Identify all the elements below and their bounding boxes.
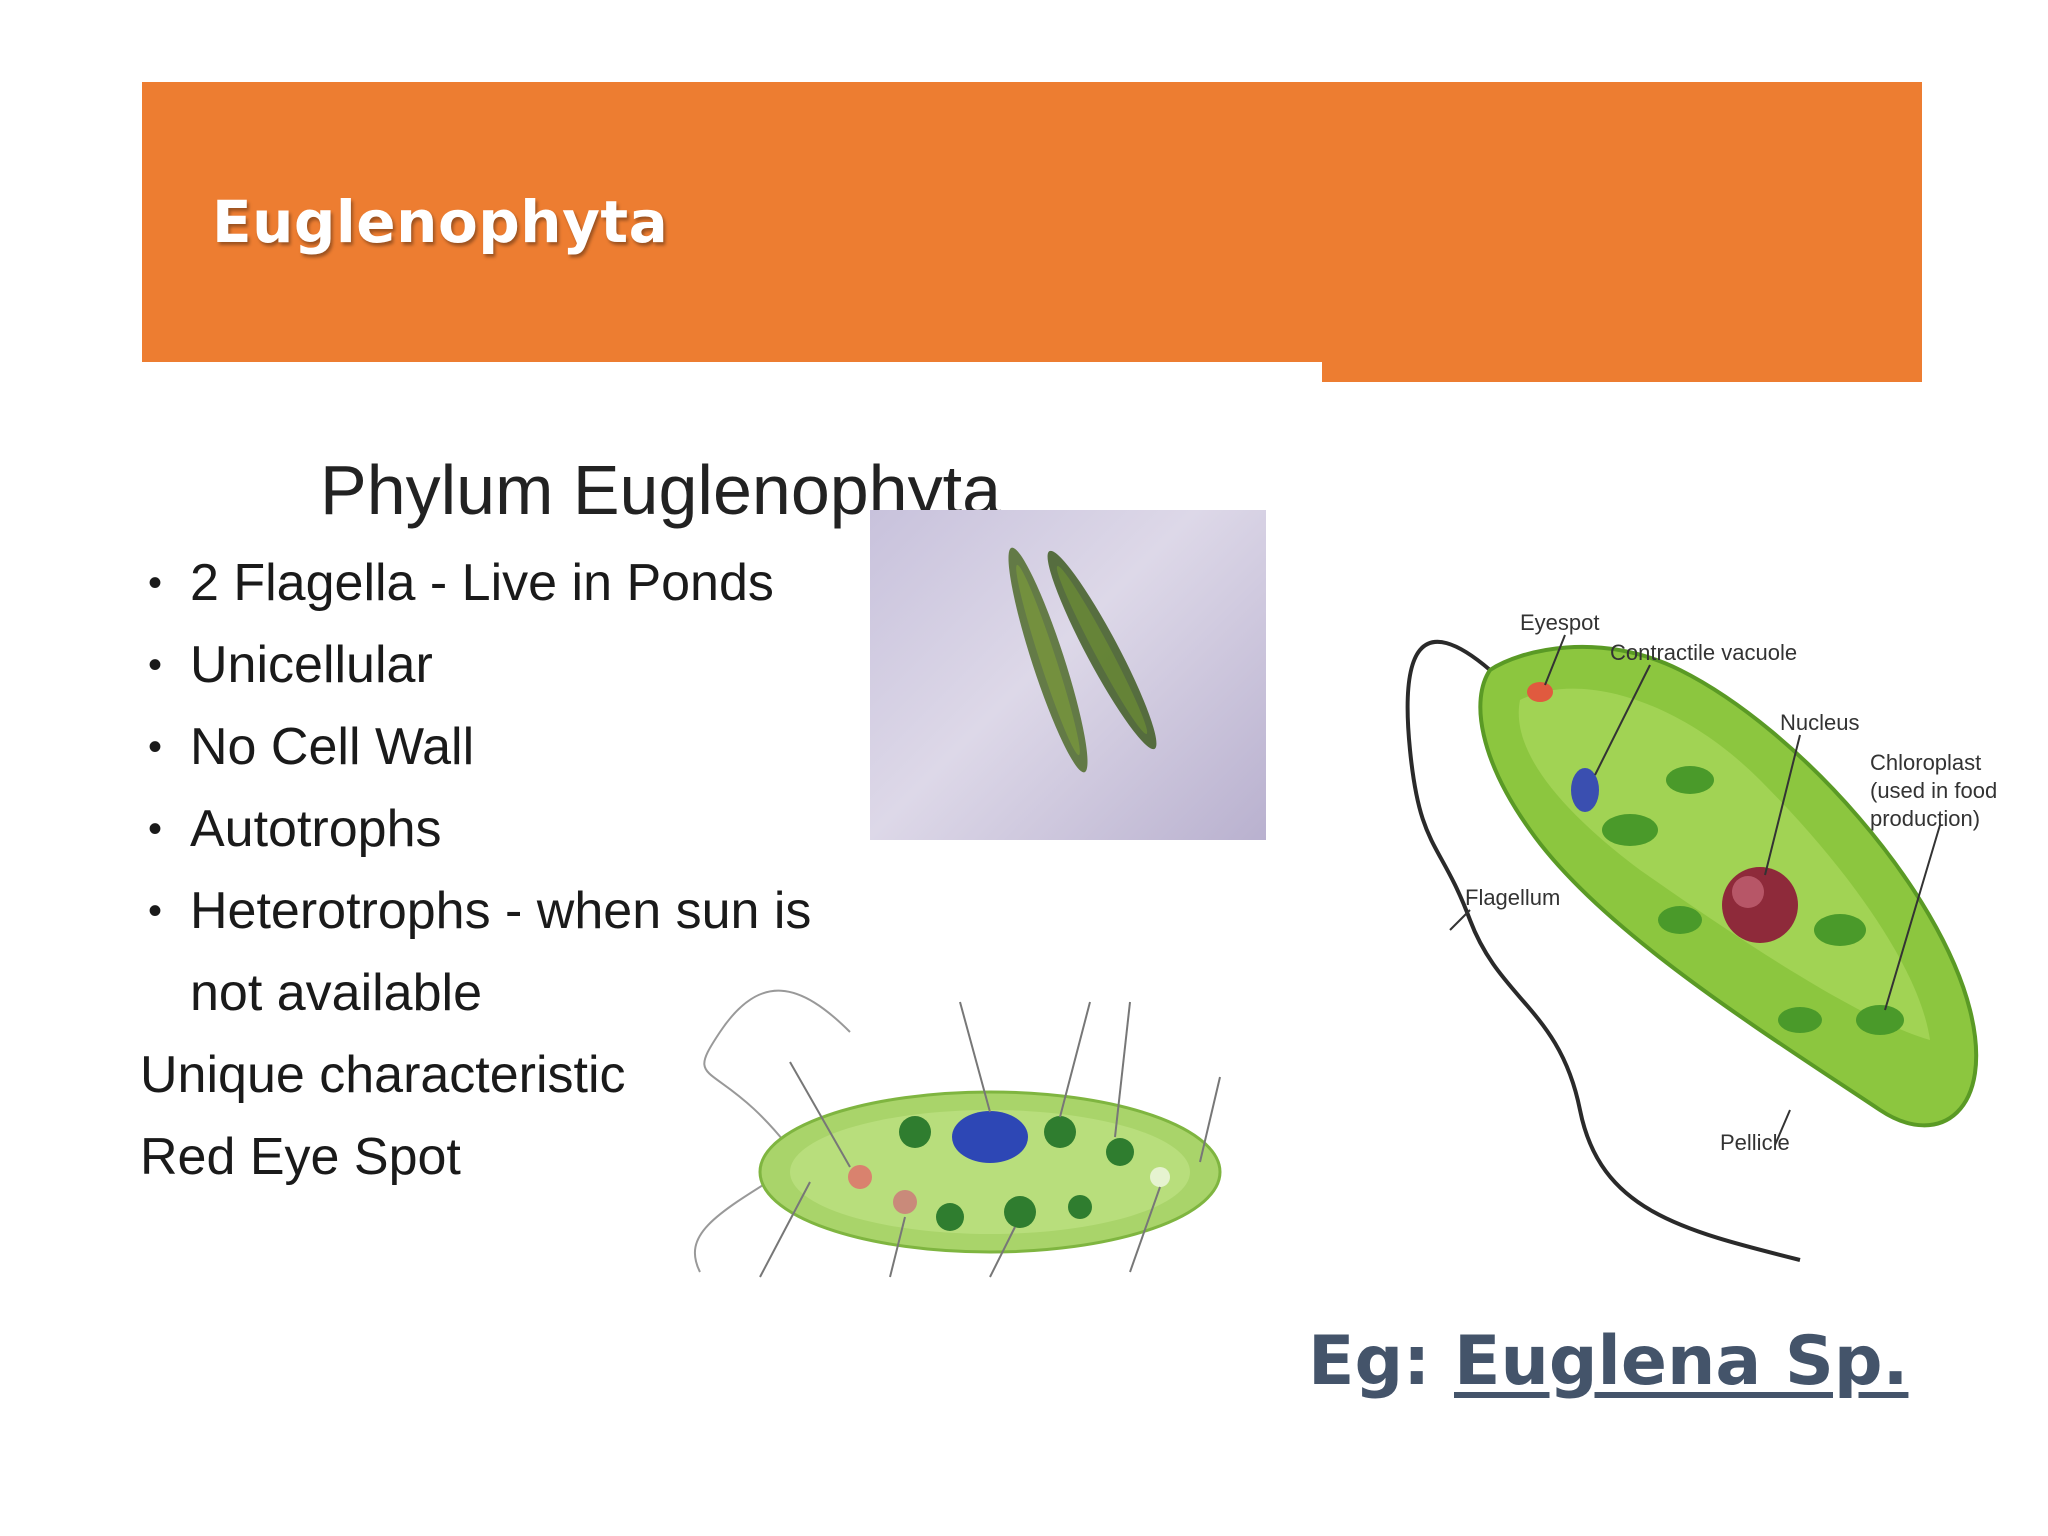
list-item: • Unicellular bbox=[140, 624, 811, 706]
bullet-icon: • bbox=[148, 643, 163, 687]
title-banner bbox=[142, 82, 1922, 362]
leader-line bbox=[989, 1226, 1016, 1278]
leader-line bbox=[1774, 1109, 1791, 1146]
list-item: • Autotrophs bbox=[140, 788, 811, 870]
example-prefix: Eg: bbox=[1308, 1322, 1454, 1401]
flagellum-icon bbox=[1405, 639, 1801, 1262]
nucleus-icon bbox=[952, 1111, 1028, 1163]
list-item-text: No Cell Wall bbox=[190, 718, 475, 776]
nucleus-icon bbox=[1722, 867, 1798, 943]
list-item: • Heterotrophs - when sun is bbox=[140, 870, 811, 952]
chloroplast-icon bbox=[1856, 1005, 1904, 1035]
leader-line bbox=[1449, 909, 1471, 931]
flagella-icon bbox=[703, 989, 851, 1163]
chloroplast-icon bbox=[899, 1116, 931, 1148]
chloroplast-icon bbox=[1068, 1195, 1092, 1219]
nucleus-label: Nucleus bbox=[1780, 710, 1859, 735]
red-eye-spot-label: Red Eye Spot bbox=[140, 1128, 461, 1186]
leader-line bbox=[1594, 664, 1651, 776]
small-euglena-diagram bbox=[694, 989, 1222, 1278]
leader-line bbox=[889, 1216, 906, 1278]
list-item: • 2 Flagella - Live in Ponds bbox=[140, 542, 811, 624]
leader-line bbox=[1544, 634, 1566, 686]
list-item-text: Heterotrophs - when sun is bbox=[190, 882, 812, 940]
list-item-continuation: not available bbox=[190, 964, 482, 1022]
contractile-vacuole-icon bbox=[1571, 768, 1599, 812]
contractile-vacuole-label: Contractile vacuole bbox=[1610, 640, 1797, 665]
chloroplast-icon bbox=[1658, 906, 1702, 934]
cell-inner-icon bbox=[1518, 688, 1930, 1040]
bullet-icon: • bbox=[148, 561, 163, 605]
eyespot-icon bbox=[848, 1165, 872, 1189]
bullet-icon: • bbox=[148, 807, 163, 851]
leader-line bbox=[1129, 1186, 1161, 1273]
chloroplast-icon bbox=[1106, 1138, 1134, 1166]
chloroplast-icon bbox=[1814, 914, 1866, 946]
eyespot-label: Eyespot bbox=[1520, 610, 1600, 635]
chloroplast-icon bbox=[1778, 1007, 1822, 1033]
contractile-vacuole-icon bbox=[1150, 1167, 1170, 1187]
list-item-text: Unicellular bbox=[190, 636, 433, 694]
unique-characteristic-label: Unique characteristic bbox=[140, 1046, 626, 1104]
leader-line bbox=[759, 1181, 811, 1278]
eyespot-icon bbox=[1527, 682, 1553, 702]
example-caption: Eg: Euglena Sp. bbox=[1308, 1322, 1908, 1401]
micrograph-cells bbox=[1008, 547, 1157, 773]
chloroplast-icon bbox=[936, 1203, 964, 1231]
chloroplast-label-line2: (used in food bbox=[1870, 778, 1997, 803]
characteristics-list: • 2 Flagella - Live in Ponds • Unicellular… bbox=[140, 542, 811, 1198]
chloroplast-label-line3: production) bbox=[1870, 806, 1980, 831]
example-species-link[interactable]: Euglena Sp. bbox=[1454, 1322, 1909, 1401]
leader-line bbox=[959, 1001, 991, 1113]
pellicle-label: Pellicle bbox=[1720, 1130, 1790, 1155]
bullet-icon: • bbox=[148, 725, 163, 769]
vacuole-icon bbox=[893, 1190, 917, 1214]
flagellum-label: Flagellum bbox=[1465, 885, 1560, 910]
chloroplast-icon bbox=[1666, 766, 1714, 794]
title-banner-extension bbox=[1322, 362, 1922, 382]
chloroplast-icon bbox=[1044, 1116, 1076, 1148]
leader-line bbox=[1059, 1001, 1091, 1118]
chloroplast-icon bbox=[1004, 1196, 1036, 1228]
chloroplast-label: Chloroplast bbox=[1870, 750, 1981, 775]
slide-title: Euglenophyta bbox=[212, 188, 669, 256]
bullet-icon: • bbox=[148, 889, 163, 933]
leader-line bbox=[1114, 1001, 1131, 1138]
leader-line bbox=[1199, 1076, 1221, 1163]
chloroplast-icon bbox=[1602, 814, 1658, 846]
euglena-micrograph bbox=[870, 510, 1266, 840]
leader-line bbox=[789, 1061, 851, 1168]
leader-line bbox=[1884, 824, 1941, 1011]
phylum-summary-figure: Phylum Euglenophyta •2 Flagella - Live i… bbox=[140, 432, 1270, 1312]
nucleus-highlight-icon bbox=[1732, 876, 1764, 908]
list-item: • No Cell Wall bbox=[140, 706, 811, 788]
list-item-text: 2 Flagella - Live in Ponds bbox=[190, 554, 774, 612]
list-item-text: Autotrophs bbox=[190, 800, 442, 858]
euglena-labeled-diagram: Eyespot Contractile vacuole Nucleus Chlo… bbox=[1405, 610, 1997, 1262]
leader-line bbox=[1764, 734, 1801, 876]
